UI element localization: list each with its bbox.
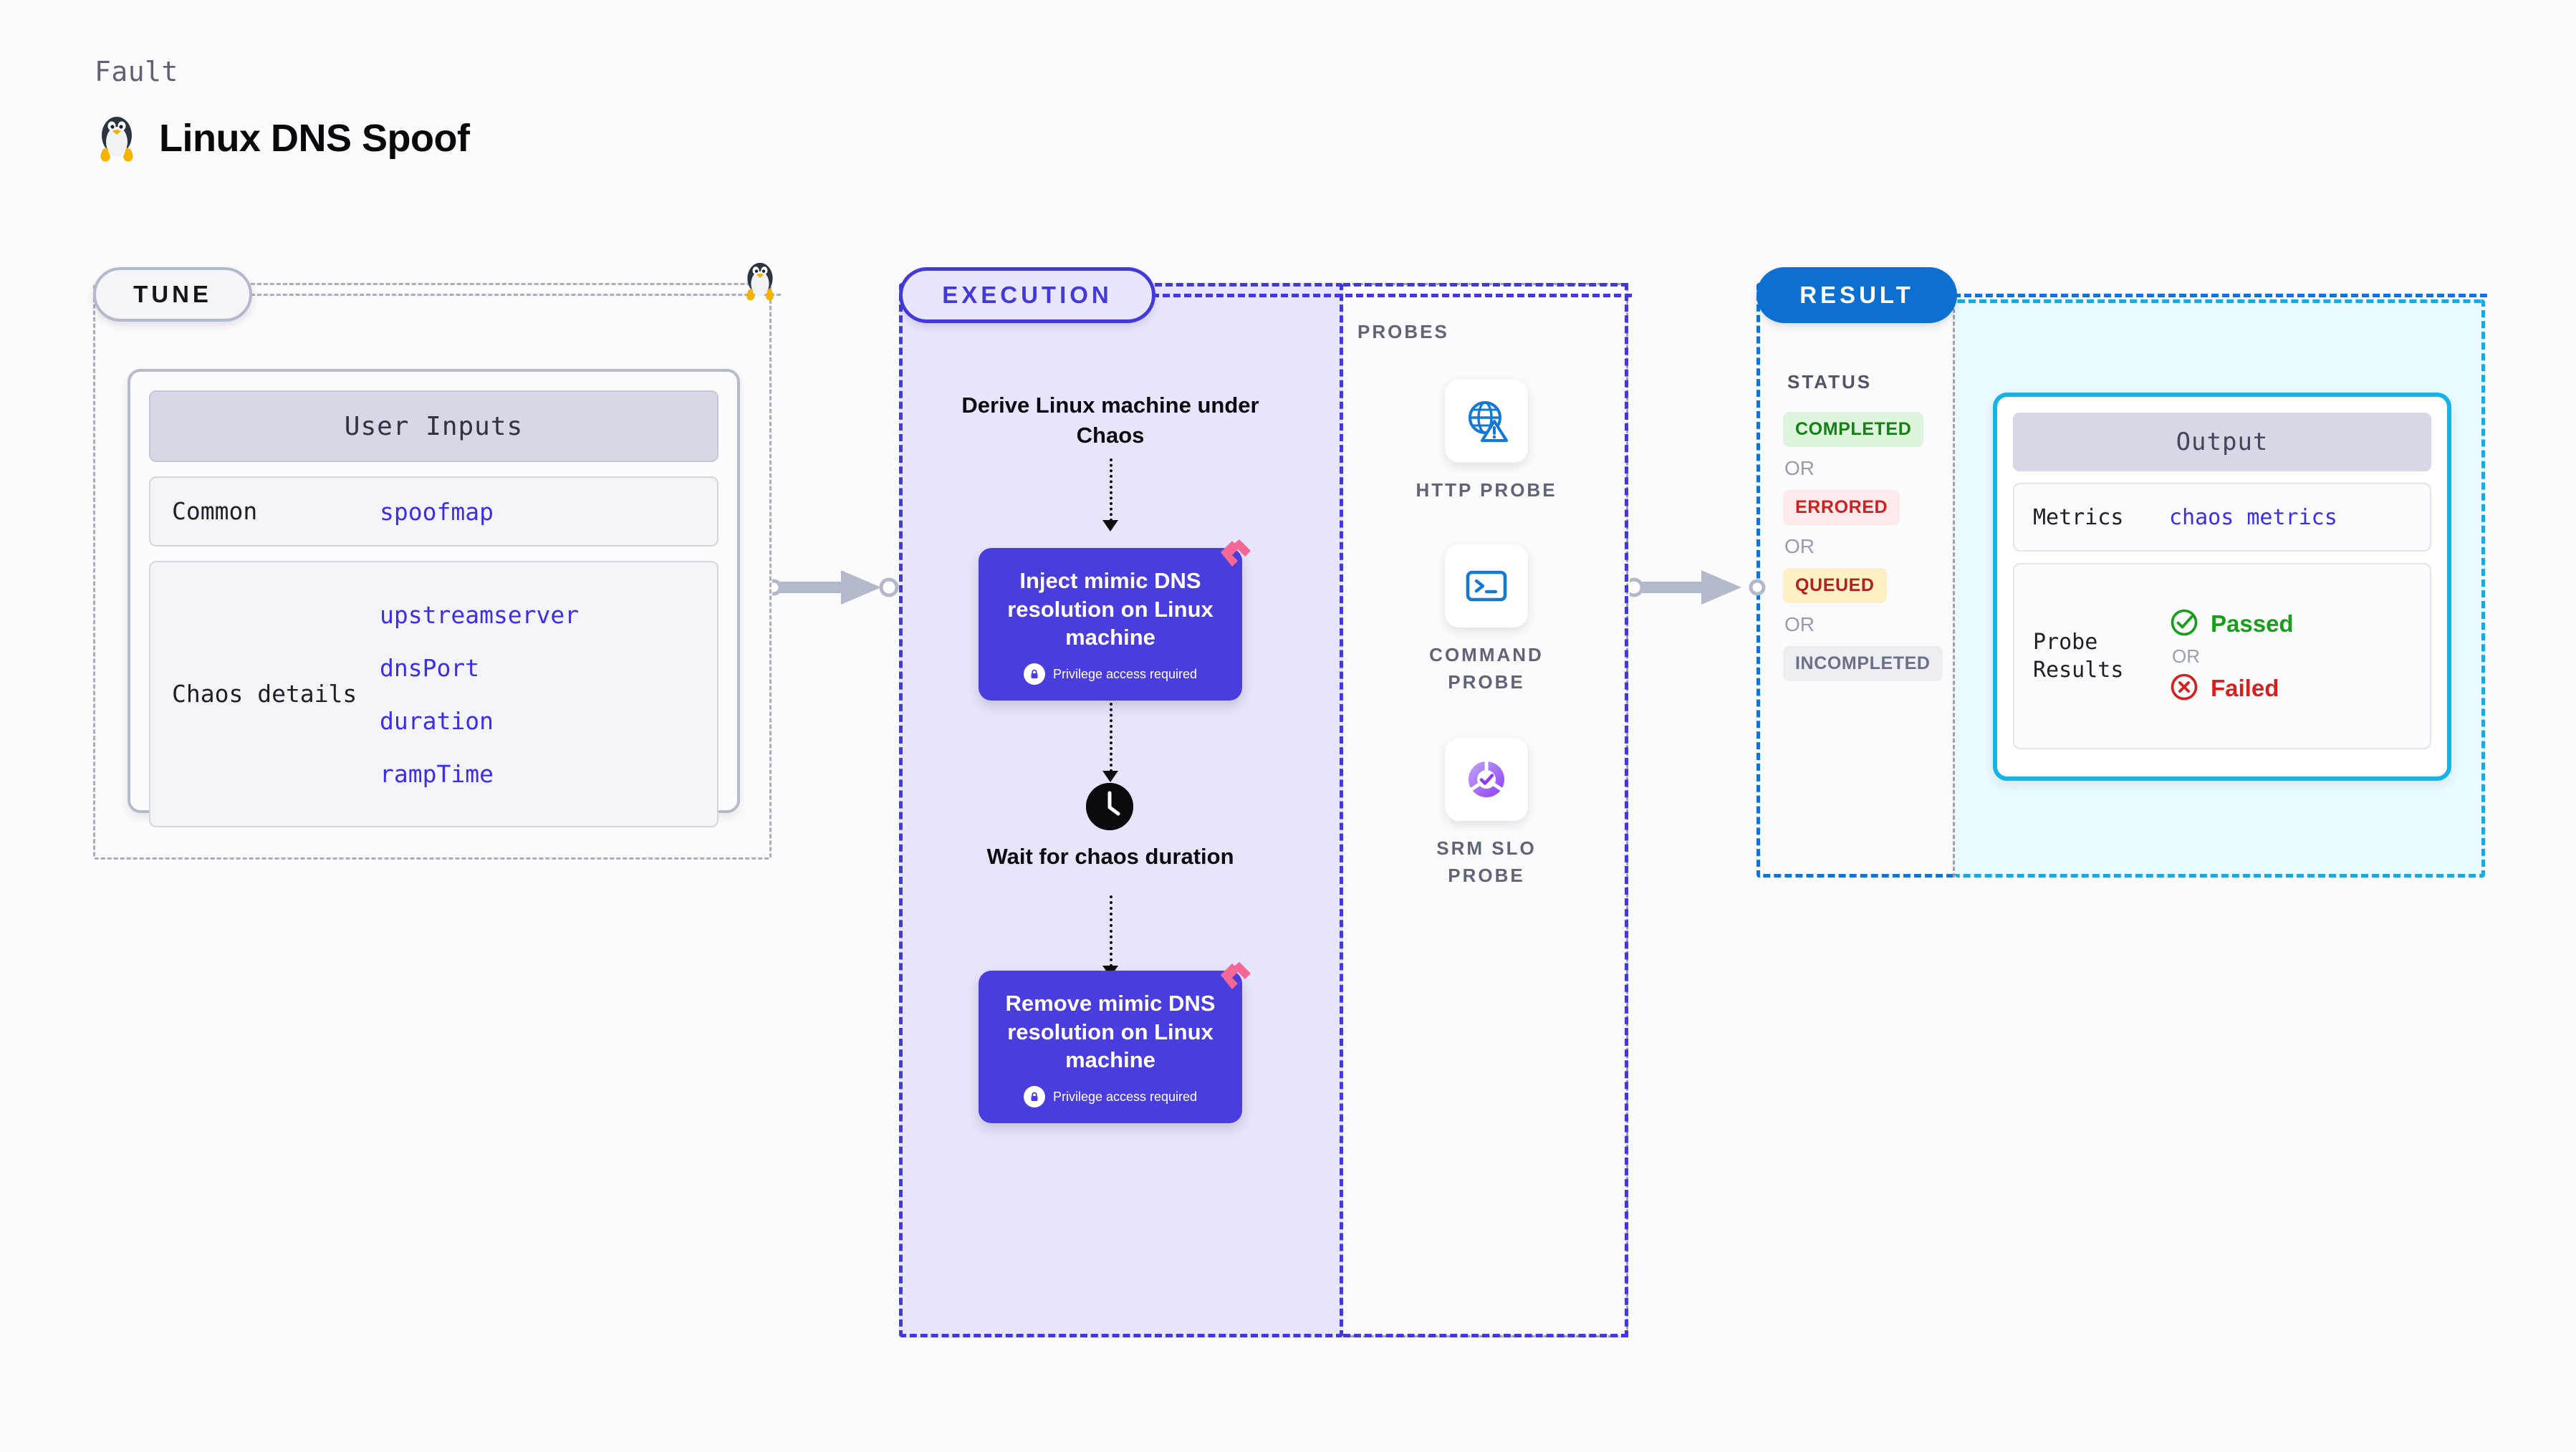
execution-action-inject-note-text: Privilege access required [1052,666,1198,681]
probes-title: PROBES [1357,321,1449,342]
user-inputs-card: User Inputs Common spoofmap Chaos detail… [128,369,740,827]
probes-region-right-edge [1625,283,1628,1337]
output-row-metrics: Metrics chaos metrics [2013,483,2431,552]
or-separator: OR [1784,457,1815,479]
output-row-probe-results-key: Probe Results [2033,630,2124,683]
clock-icon [1086,783,1133,830]
tune-row-common-values: spoofmap [380,498,494,526]
output-card: Output Metrics chaos metrics Probe Resul… [1993,393,2451,781]
execution-action-remove-note: Privilege access required [993,1086,1228,1108]
execution-action-remove-note-text: Privilege access required [1052,1089,1198,1104]
linux-tux-icon [95,113,139,163]
tune-region-border [93,283,772,860]
tune-dash-connector [251,294,781,296]
lock-icon [1023,1086,1045,1108]
x-circle-icon [2169,672,2199,706]
probe-result-passed-label: Passed [2211,610,2294,637]
tune-value[interactable]: dnsPort [380,653,480,682]
execution-action-remove[interactable]: Remove mimic DNS resolution on Linux mac… [979,962,1251,1124]
status-badge-list: COMPLETED OR ERRORED OR QUEUED OR INCOMP… [1783,412,1948,681]
linux-tux-marker-icon [741,259,779,306]
tune-value[interactable]: duration [380,706,494,735]
result-dash-connector [1953,294,2487,297]
execution-action-inject-note: Privilege access required [993,663,1228,686]
execution-action-remove-title: Remove mimic DNS resolution on Linux mac… [1005,991,1216,1073]
status-badge: INCOMPLETED [1783,646,1943,681]
status-badge: ERRORED [1783,490,1900,525]
or-separator: OR [1784,535,1815,557]
tune-pill[interactable]: TUNE [93,267,252,322]
slo-donut-check-icon [1445,738,1528,821]
probe-command[interactable]: COMMAND PROBE [1400,544,1572,696]
tune-row-chaos-key: Chaos details [172,679,357,708]
execution-connector-2-head [1102,771,1118,782]
tune-row-common-key: Common [172,496,258,525]
status-badge: COMPLETED [1783,412,1924,447]
execution-action-inject-title: Inject mimic DNS resolution on Linux mac… [1007,568,1213,650]
output-header: Output [2013,413,2431,471]
page-title: Linux DNS Spoof [159,117,470,160]
execution-step-wait-label: Wait for chaos duration [986,844,1234,869]
probes-region [1343,283,1628,1337]
execution-dash-connector [1152,294,1632,297]
globe-warning-icon [1445,380,1528,463]
execution-pill[interactable]: EXECUTION [899,267,1155,323]
execution-connector-2 [1110,681,1112,772]
lock-icon [1023,663,1045,686]
probe-http-label: HTTP PROBE [1416,479,1557,501]
probe-command-label: COMMAND PROBE [1429,644,1544,693]
harness-logo-icon [1216,958,1254,999]
probe-result-failed: Failed [2169,672,2294,706]
tune-row-chaos-details: Chaos details upstreamserver dnsPort dur… [149,561,719,827]
execution-action-inject[interactable]: Inject mimic DNS resolution on Linux mac… [979,539,1251,701]
tune-row-chaos-values: upstreamserver dnsPort duration rampTime [380,601,579,788]
probes-region-top-edge [1343,283,1628,287]
result-region-inner-divider [1953,283,1955,878]
output-row-metrics-key: Metrics [2033,504,2124,530]
user-inputs-header: User Inputs [149,390,719,462]
execution-connector-1-head [1102,520,1118,532]
status-badge: QUEUED [1783,568,1887,603]
or-separator: OR [2172,645,2200,667]
page-kicker: Fault [95,56,178,87]
status-title: STATUS [1787,371,1873,393]
or-separator: OR [1784,613,1815,635]
harness-logo-icon [1216,535,1254,576]
probe-http[interactable]: HTTP PROBE [1400,380,1572,504]
flow-arrow-tune-to-execution [765,566,901,612]
probe-result-passed: Passed [2169,607,2294,641]
check-circle-icon [2169,607,2199,641]
tune-value[interactable]: spoofmap [380,497,494,526]
page-title-row: Linux DNS Spoof [95,113,470,163]
tune-row-common: Common spoofmap [149,476,719,547]
probe-result-failed-label: Failed [2211,675,2279,701]
tune-value[interactable]: rampTime [380,759,494,788]
execution-connector-1 [1110,458,1112,521]
probes-region-bottom-edge [1343,1334,1628,1337]
result-pill[interactable]: RESULT [1756,267,1957,323]
probe-result-outcomes: Passed OR Failed [2169,607,2294,706]
output-row-metrics-value[interactable]: chaos metrics [2169,504,2337,530]
tune-region [93,283,772,860]
probe-srm-slo-label: SRM SLO PROBE [1436,837,1537,886]
tune-value[interactable]: upstreamserver [380,600,580,629]
execution-connector-3 [1110,895,1112,967]
terminal-icon [1445,544,1528,628]
flow-arrow-probes-to-result [1624,566,1766,612]
output-row-probe-results: Probe Results Passed OR [2013,563,2431,749]
execution-step-derive-label: Derive Linux machine under Chaos [961,393,1259,448]
probe-srm-slo[interactable]: SRM SLO PROBE [1400,738,1572,889]
